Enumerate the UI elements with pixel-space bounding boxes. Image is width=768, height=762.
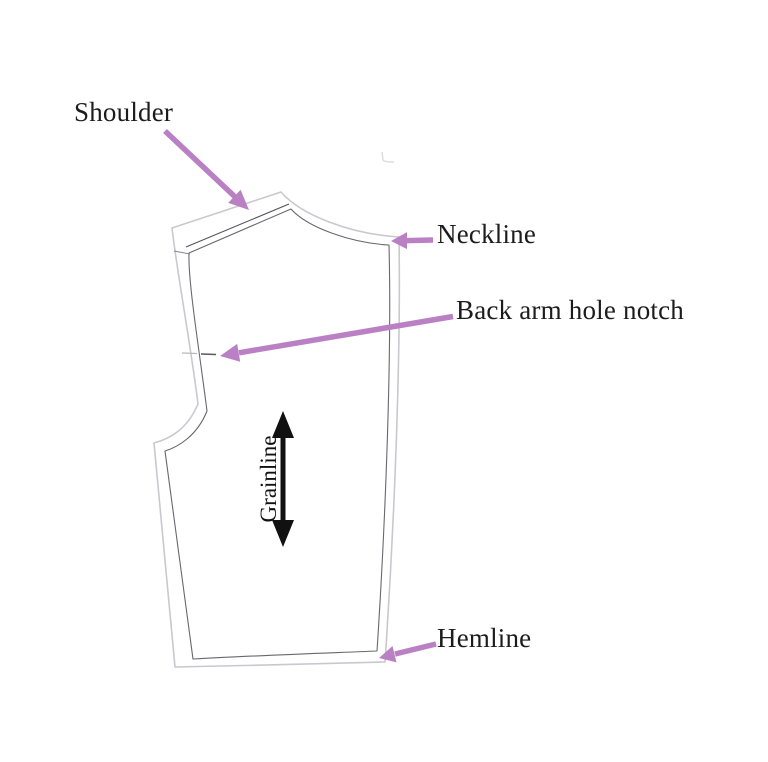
grainline-arrowhead-up <box>272 411 294 438</box>
armhole-notch-tick-inner <box>200 353 217 356</box>
shoulder-corner-tick <box>173 250 191 255</box>
neckline-arrow <box>391 232 434 250</box>
neckline-label: Neckline <box>437 219 537 249</box>
stray-mark <box>381 151 395 163</box>
grainline-arrow <box>272 411 294 547</box>
shoulder-label: Shoulder <box>74 97 174 127</box>
pattern-inner-seamline <box>164 208 391 660</box>
grainline-arrowhead-down <box>272 520 294 547</box>
shoulder-arrow <box>163 128 249 210</box>
back-arm-hole-notch-label: Back arm hole notch <box>456 295 684 325</box>
pattern-outer-cutline <box>153 191 401 668</box>
shoulder-stitch-line <box>185 203 290 248</box>
back-arm-hole-notch-arrow <box>220 313 454 362</box>
armhole-notch-tick-outer <box>181 352 198 355</box>
grainline-label: Grainline <box>256 435 281 523</box>
hemline-arrow <box>379 641 437 663</box>
hemline-label: Hemline <box>437 623 532 653</box>
